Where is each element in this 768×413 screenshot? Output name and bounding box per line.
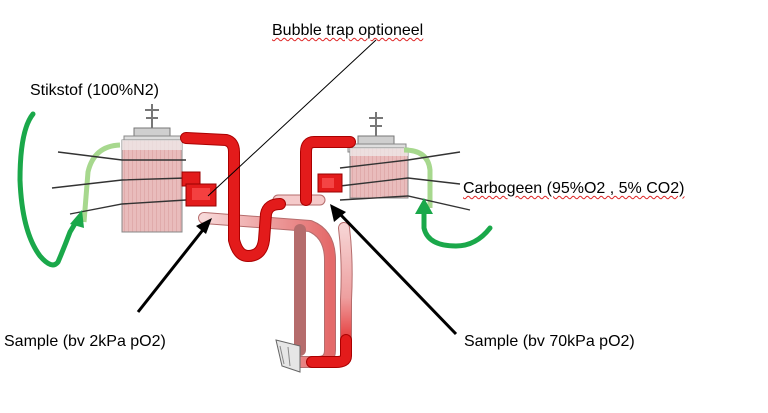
- bubble-trap-label: Bubble trap optioneel: [272, 22, 423, 40]
- red-tubing: [180, 132, 356, 368]
- right-bath-top: [347, 112, 407, 153]
- left-bath-vessel: [121, 139, 183, 233]
- left-bubble-trap: [181, 171, 217, 207]
- left-bath-top: [123, 104, 183, 145]
- bubble-trap-pointer-line: [207, 39, 377, 197]
- sample-right-label: Sample (bv 70kPa pO2): [464, 333, 635, 350]
- right-organ-bath: [339, 112, 471, 211]
- right-wires: [339, 151, 471, 211]
- left-gas-arrow: [17, 111, 84, 268]
- right-gas-arrow: [415, 198, 493, 249]
- left-gas-tube: [81, 142, 121, 223]
- pink-tubing: [198, 194, 353, 368]
- right-gas-tube: [403, 147, 433, 208]
- right-bubble-trap: [317, 173, 343, 193]
- carbogeen-label: Carbogeen (95%O2 , 5% CO2): [463, 180, 684, 198]
- carbogeen-text: Carbogeen (95%O2 , 5% CO2): [463, 180, 685, 197]
- left-organ-bath: [51, 104, 187, 233]
- bubble-trap-text: Bubble trap optioneel: [272, 22, 424, 39]
- sample-left-label: Sample (bv 2kPa pO2): [4, 333, 166, 350]
- right-bath-vessel: [349, 147, 409, 199]
- stikstof-label: Stikstof (100%N2): [30, 82, 159, 99]
- left-sample-arrow: [136, 218, 212, 313]
- drain-funnel: [275, 339, 301, 373]
- left-wires: [51, 151, 187, 215]
- right-sample-arrow: [330, 204, 458, 336]
